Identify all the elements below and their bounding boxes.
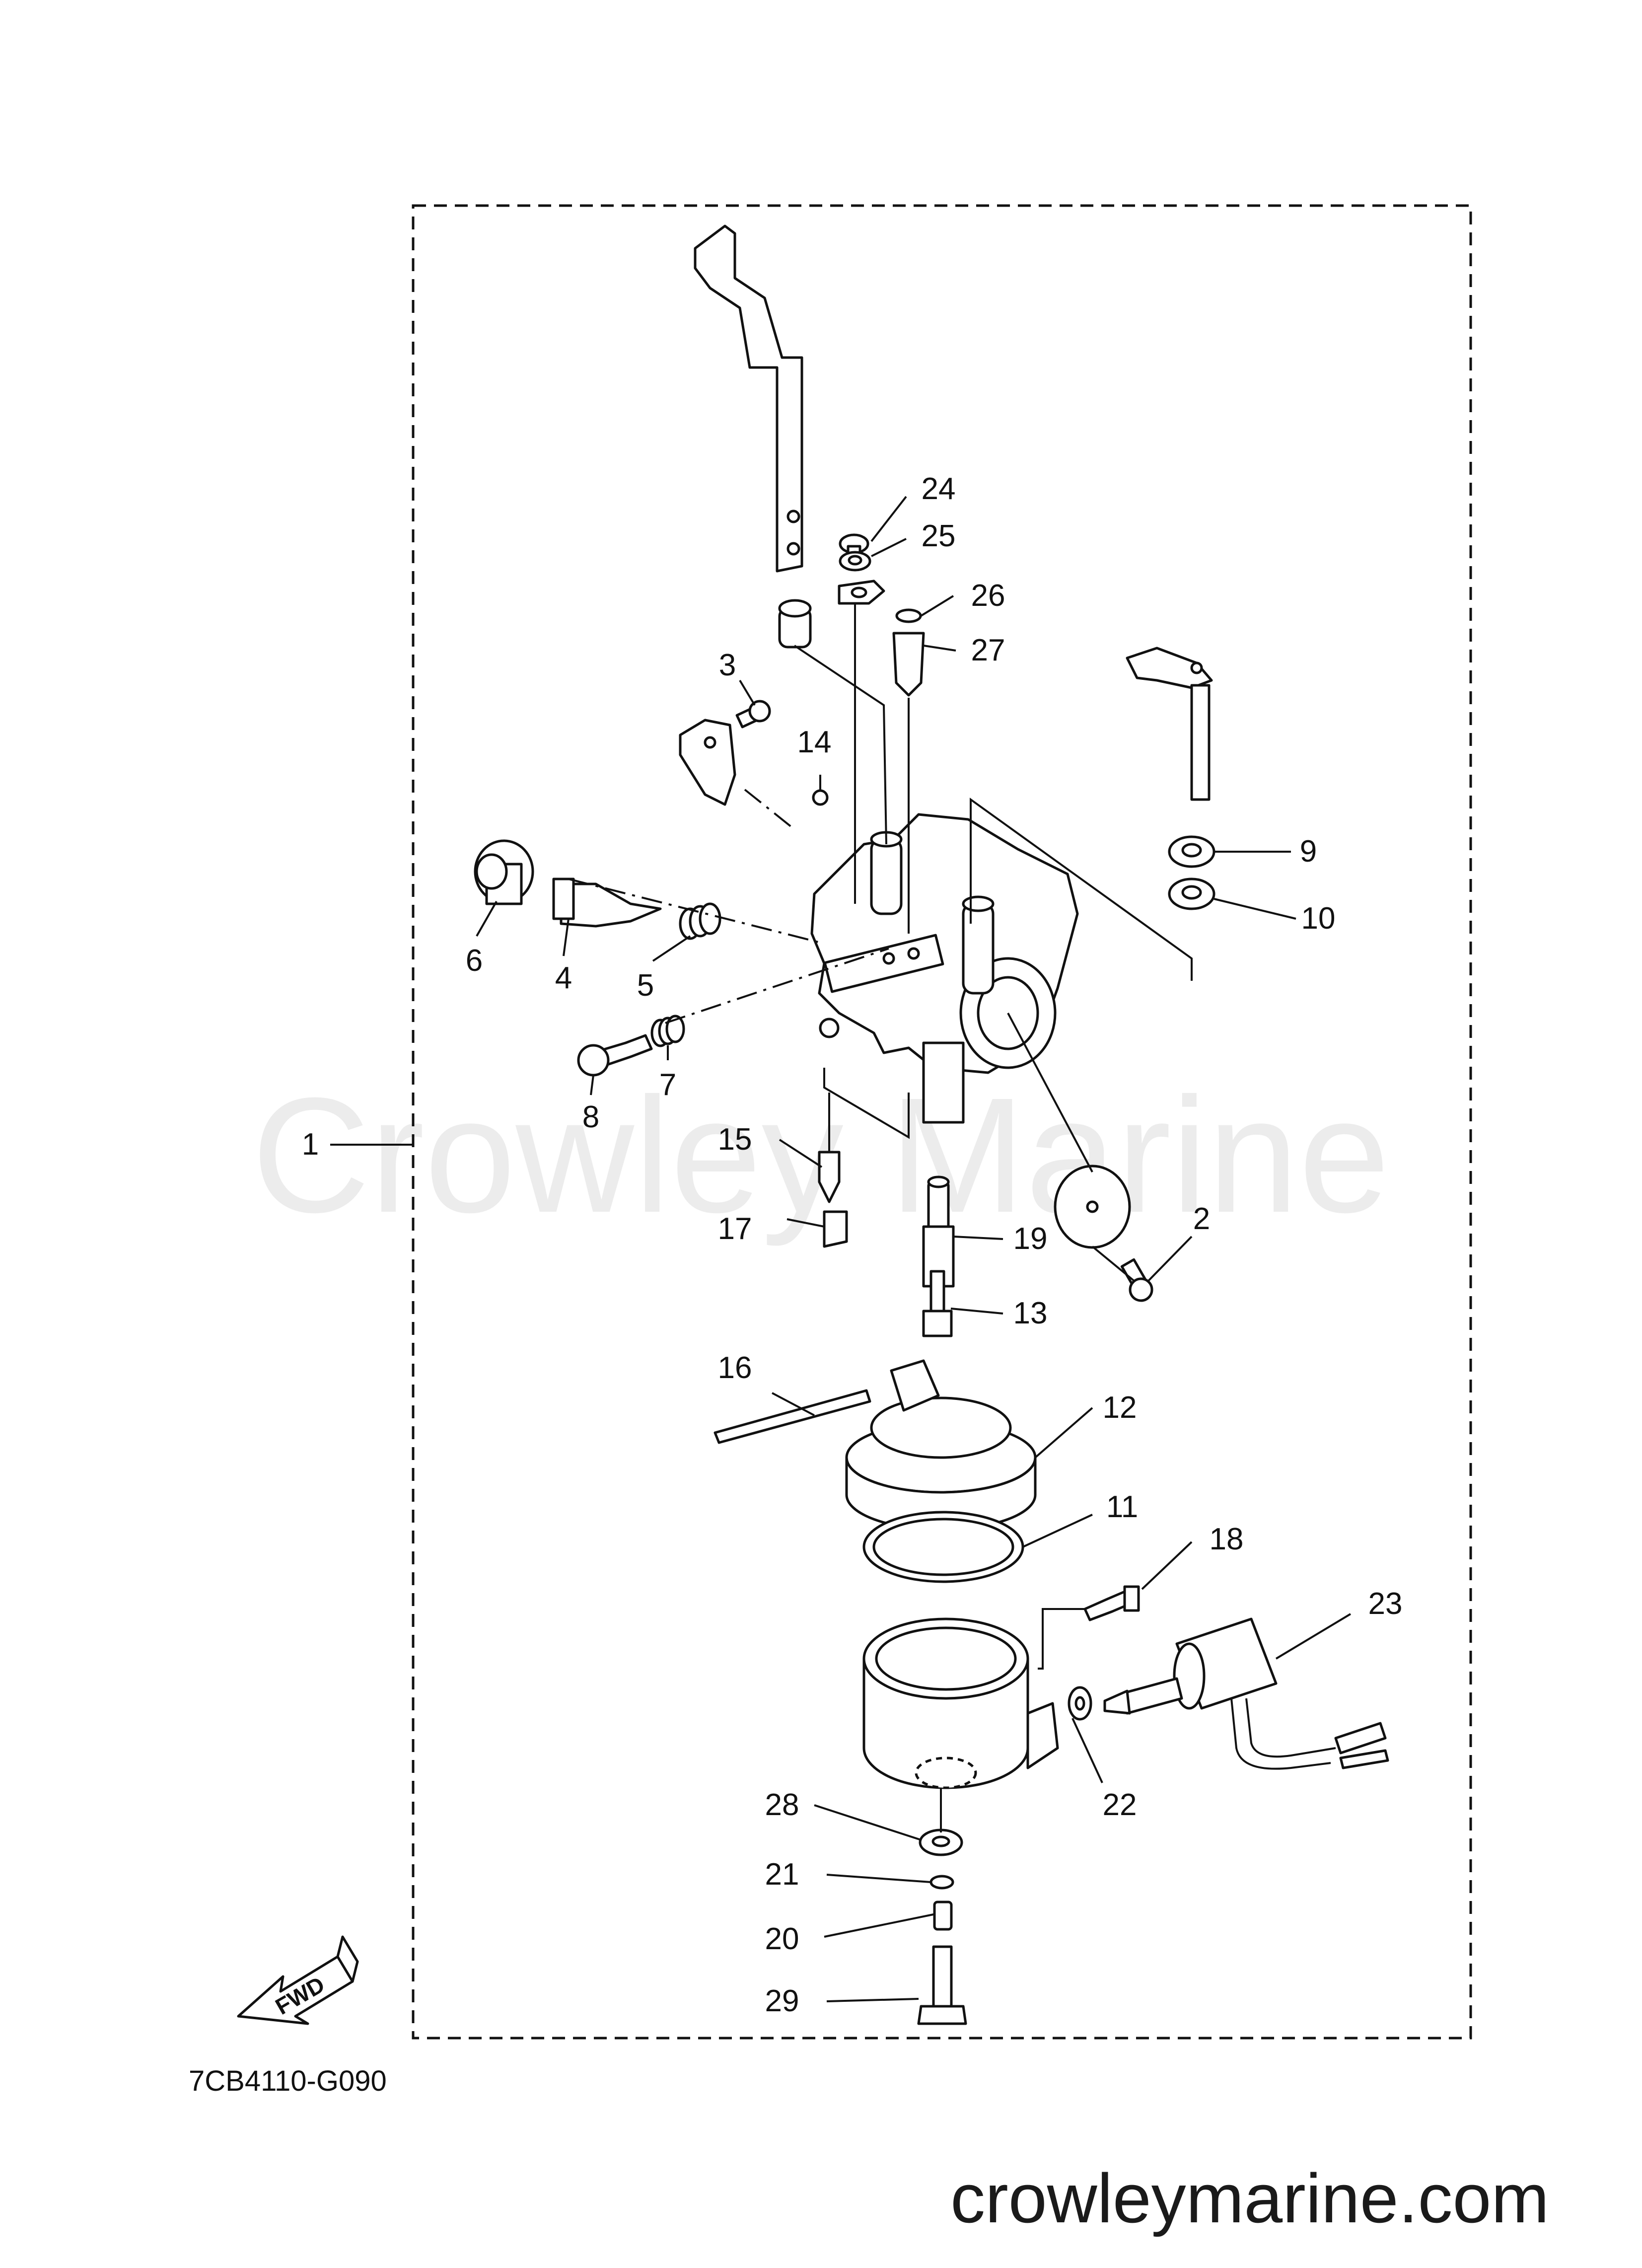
part-label-17: 17 <box>718 1212 752 1246</box>
throttle-shaft <box>1126 647 1213 801</box>
part-label-20: 20 <box>765 1922 799 1956</box>
part-label-2: 2 <box>1193 1202 1210 1236</box>
part-label-7: 7 <box>659 1068 676 1102</box>
part-3-screw <box>735 700 771 729</box>
part-23-solenoid <box>1103 1617 1389 1770</box>
part-2-cover-plate <box>1054 1165 1131 1249</box>
throttle-lever <box>694 224 803 573</box>
part-label-23: 23 <box>1368 1587 1403 1621</box>
part-28-gasket <box>919 1829 963 1856</box>
part-10-washer <box>1168 878 1215 910</box>
assembly-line <box>568 878 825 945</box>
part-18-screw <box>1083 1585 1140 1621</box>
part-19-emulsion-tube <box>922 1175 955 1288</box>
part-12-float <box>845 1359 1037 1531</box>
part-7-spring <box>650 1015 685 1047</box>
part-17-clip <box>823 1210 848 1248</box>
part-label-12: 12 <box>1103 1390 1137 1425</box>
fwd-arrow-icon: FWD <box>237 1935 359 2025</box>
assembly-line <box>823 1068 910 1139</box>
part-label-3: 3 <box>719 648 736 682</box>
carburetor-body <box>810 813 1079 1124</box>
part-9-washer <box>1168 835 1215 868</box>
assembly-line <box>793 645 887 845</box>
part-label-4: 4 <box>555 961 572 995</box>
part-11-gasket <box>862 1511 1024 1583</box>
float-bowl <box>862 1617 1059 1789</box>
part-27-main-jet <box>892 632 925 697</box>
part-label-19: 19 <box>1013 1222 1048 1256</box>
assembly-line <box>1007 1013 1093 1172</box>
part-label-21: 21 <box>765 1857 799 1892</box>
part-label-22: 22 <box>1103 1788 1137 1822</box>
part-label-9: 9 <box>1300 834 1317 869</box>
part-15-needle-valve <box>818 1151 841 1203</box>
part-label-8: 8 <box>582 1100 599 1134</box>
part-label-18: 18 <box>1210 1522 1244 1556</box>
part-2-screw <box>1120 1258 1153 1302</box>
assembly-line <box>665 948 889 1024</box>
assembly-line <box>1038 1608 1085 1670</box>
part-22-gasket <box>1068 1686 1092 1721</box>
carburetor-plug <box>778 599 812 649</box>
part-label-13: 13 <box>1013 1296 1048 1330</box>
part-label-29: 29 <box>765 1984 799 2018</box>
part-8-stop-screw <box>577 1034 653 1077</box>
part-6-cap <box>474 839 534 905</box>
part-29-drain-bolt <box>917 1945 967 2025</box>
assembly-line <box>970 798 1193 981</box>
part-25-washer <box>839 551 871 572</box>
part-25-plate <box>838 580 885 605</box>
part-4-pilot-screw <box>552 878 662 928</box>
part-label-11: 11 <box>1106 1490 1138 1524</box>
part-13-pilot-jet <box>922 1270 953 1337</box>
assembly-line <box>744 789 795 830</box>
part-label-16: 16 <box>718 1351 752 1385</box>
assembly-line <box>1091 1245 1136 1282</box>
part-label-5: 5 <box>637 968 654 1003</box>
part-label-6: 6 <box>466 944 483 978</box>
choke-plate <box>679 719 736 806</box>
part-label-27: 27 <box>971 633 1005 667</box>
part-26-o-ring <box>895 608 922 623</box>
part-label-28: 28 <box>765 1788 799 1822</box>
part-21-o-ring <box>929 1875 954 1890</box>
part-label-24: 24 <box>922 472 956 506</box>
drawing-code: 7CB4110-G090 <box>189 2065 387 2097</box>
assembly-boundary <box>412 204 1472 2040</box>
part-label-26: 26 <box>971 579 1005 613</box>
website-url: crowleymarine.com <box>950 2159 1549 2237</box>
leader-lines <box>330 496 1352 2002</box>
part-label-10: 10 <box>1301 901 1336 936</box>
part-label-15: 15 <box>718 1122 752 1157</box>
part-label-25: 25 <box>922 519 956 553</box>
part-label-1: 1 <box>302 1127 319 1162</box>
part-20-jet <box>933 1901 953 1931</box>
part-14-ball <box>812 789 829 806</box>
part-16-pin <box>714 1389 871 1444</box>
part-label-14: 14 <box>797 725 832 759</box>
